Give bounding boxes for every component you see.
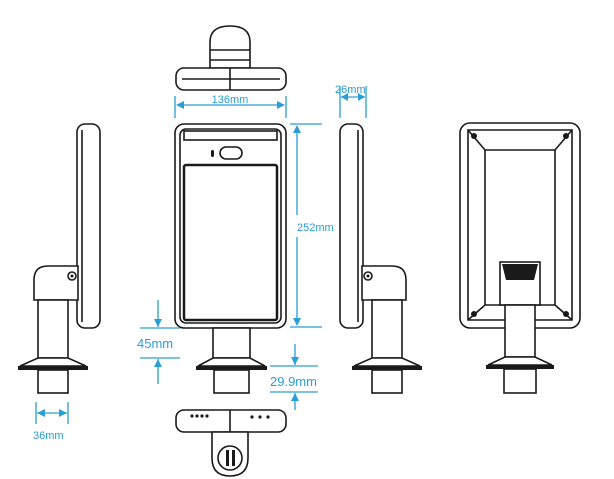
base-height-label: 29.9mm xyxy=(270,374,317,389)
front-view xyxy=(174,123,287,394)
height-dimension: 252mm xyxy=(290,123,334,328)
base-width-label: 36mm xyxy=(33,430,64,442)
stand-height-dimension: 45mm xyxy=(137,300,180,384)
height-label: 252mm xyxy=(297,222,334,234)
right-side-view xyxy=(339,123,422,394)
back-view xyxy=(459,122,581,394)
width-dimension: 136mm xyxy=(174,94,287,118)
bottom-view xyxy=(175,409,287,477)
base-width-dimension: 36mm xyxy=(33,402,69,442)
left-side-view xyxy=(18,123,101,394)
top-view xyxy=(175,25,287,91)
width-label: 136mm xyxy=(212,94,249,106)
base-height-dimension: 29.9mm xyxy=(270,344,318,410)
depth-label: 26mm xyxy=(335,84,366,96)
stand-height-label: 45mm xyxy=(137,336,173,351)
depth-dimension: 26mm xyxy=(335,84,367,118)
